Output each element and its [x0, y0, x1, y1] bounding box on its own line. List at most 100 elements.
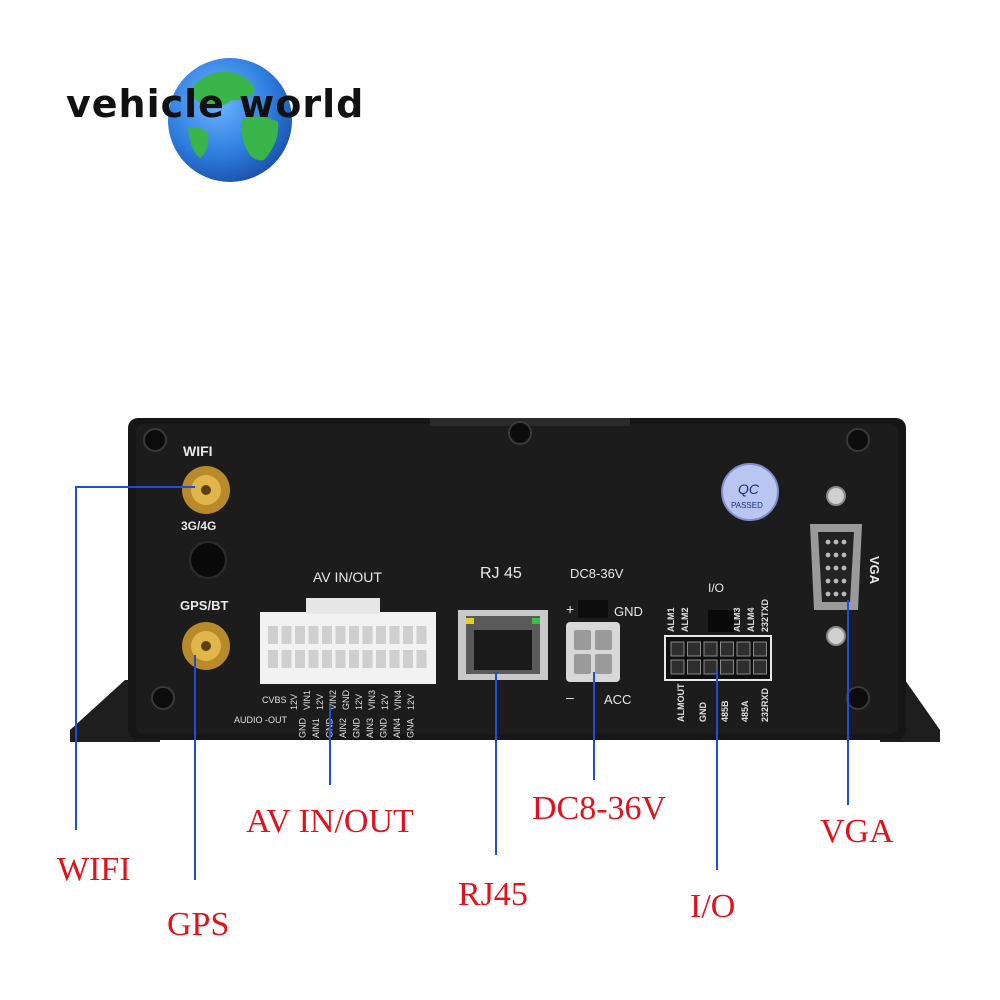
io-pin [687, 659, 701, 675]
vga-pin [825, 591, 831, 597]
callout-vga: VGA [820, 813, 894, 850]
av-connector [260, 598, 436, 684]
av-pin-label: 12V [380, 694, 390, 710]
vga-pin [825, 539, 831, 545]
vga-pin [833, 591, 839, 597]
vga-pin [833, 552, 839, 558]
vga-pin [833, 539, 839, 545]
av-pin-label: AUDIO -OUT [234, 715, 288, 725]
vga-pin [841, 552, 847, 558]
av-pin [322, 626, 332, 644]
av-pin-label: GND [379, 718, 389, 739]
io-pin-label: 232TXD [760, 598, 770, 632]
av-pin-label: AIN3 [365, 718, 375, 738]
av-pin-label: GND [352, 718, 362, 739]
io-pin [753, 641, 767, 657]
av-pin-label: 12V [289, 694, 299, 710]
io-pin-label: GND [698, 702, 708, 723]
io-pin [703, 659, 718, 675]
io-pin [736, 659, 751, 675]
io-pin-label: 232RXD [760, 687, 770, 722]
av-panel-label: AV IN/OUT [313, 569, 382, 585]
av-pin-label: VIN1 [302, 690, 312, 710]
io-pin-label: 485B [720, 700, 730, 722]
av-pin [281, 650, 292, 668]
vga-pin [825, 578, 831, 584]
io-pin [670, 659, 685, 675]
av-pin-label: AIN4 [392, 718, 402, 738]
av-pin-label: 12V [315, 694, 325, 710]
callout-dc8-36v: DC8-36V [532, 790, 667, 827]
qc-passed-sticker: QC PASSED [721, 463, 779, 521]
3g4g-plug [189, 541, 227, 579]
gps-bt-panel-label: GPS/BT [180, 598, 228, 613]
vga-pin [825, 552, 831, 558]
av-pin [308, 650, 319, 668]
av-pin [389, 650, 400, 668]
rj45-port [458, 610, 548, 680]
dc-gnd-label: GND [614, 604, 643, 619]
svg-text:QC: QC [738, 481, 760, 497]
io-pin [720, 659, 734, 675]
av-pin [268, 650, 278, 668]
callout-io: I/O [690, 888, 736, 925]
av-pin [349, 650, 359, 668]
av-pin [362, 650, 373, 668]
av-pin [403, 626, 413, 644]
svg-text:PASSED: PASSED [731, 501, 763, 510]
av-pin [335, 650, 346, 668]
vga-pin [833, 565, 839, 571]
av-pin [335, 626, 346, 644]
screw [508, 421, 532, 445]
io-pin-label: ALM4 [746, 608, 756, 633]
io-pin-label: 485A [740, 700, 750, 722]
av-pin-label: GNA [406, 718, 416, 738]
io-pin [687, 641, 701, 657]
av-pin [389, 626, 400, 644]
wifi-antenna-connector [182, 466, 230, 514]
globe-icon [168, 58, 292, 182]
av-pin [281, 626, 292, 644]
gps-antenna-connector [182, 622, 230, 670]
io-pin [720, 641, 734, 657]
io-panel-label: I/O [708, 581, 724, 595]
av-pin-label: VIN3 [367, 690, 377, 710]
vga-pin [825, 565, 831, 571]
av-pin-label: GND [298, 718, 308, 739]
io-pin [703, 641, 718, 657]
3g4g-panel-label: 3G/4G [181, 519, 216, 533]
screw [151, 686, 175, 710]
io-pin-label: ALMOUT [676, 683, 686, 722]
dc-acc-label: ACC [604, 692, 631, 707]
callout-av-in-out: AV IN/OUT [246, 803, 414, 840]
av-pin [268, 626, 278, 644]
brand-wordmark: vehicle world [66, 82, 365, 126]
vga-pin [841, 578, 847, 584]
dc-minus-label: – [566, 689, 574, 705]
vga-pin [841, 539, 847, 545]
screw [846, 686, 870, 710]
io-pin-label: ALM2 [680, 608, 690, 633]
io-pin [670, 641, 685, 657]
av-pin [416, 650, 427, 668]
av-pin-label: 12V [406, 694, 416, 710]
av-pin [295, 650, 305, 668]
av-pin [403, 650, 413, 668]
av-pin-label: 12V [354, 694, 364, 710]
callout-rj45: RJ45 [458, 876, 528, 913]
av-pin-label: AIN2 [338, 718, 348, 738]
dc-plus-label: + [566, 601, 574, 617]
screw [846, 428, 870, 452]
av-pin [362, 626, 373, 644]
av-pin [308, 626, 319, 644]
vga-panel-label: VGA [867, 556, 882, 585]
av-pin [376, 626, 386, 644]
av-pin-label: CVBS [262, 695, 287, 705]
dc-power-connector [566, 600, 620, 682]
io-pin [736, 641, 751, 657]
av-pin-label: GND [341, 690, 351, 711]
av-pin-label: AIN1 [311, 718, 321, 738]
vga-pin [841, 591, 847, 597]
